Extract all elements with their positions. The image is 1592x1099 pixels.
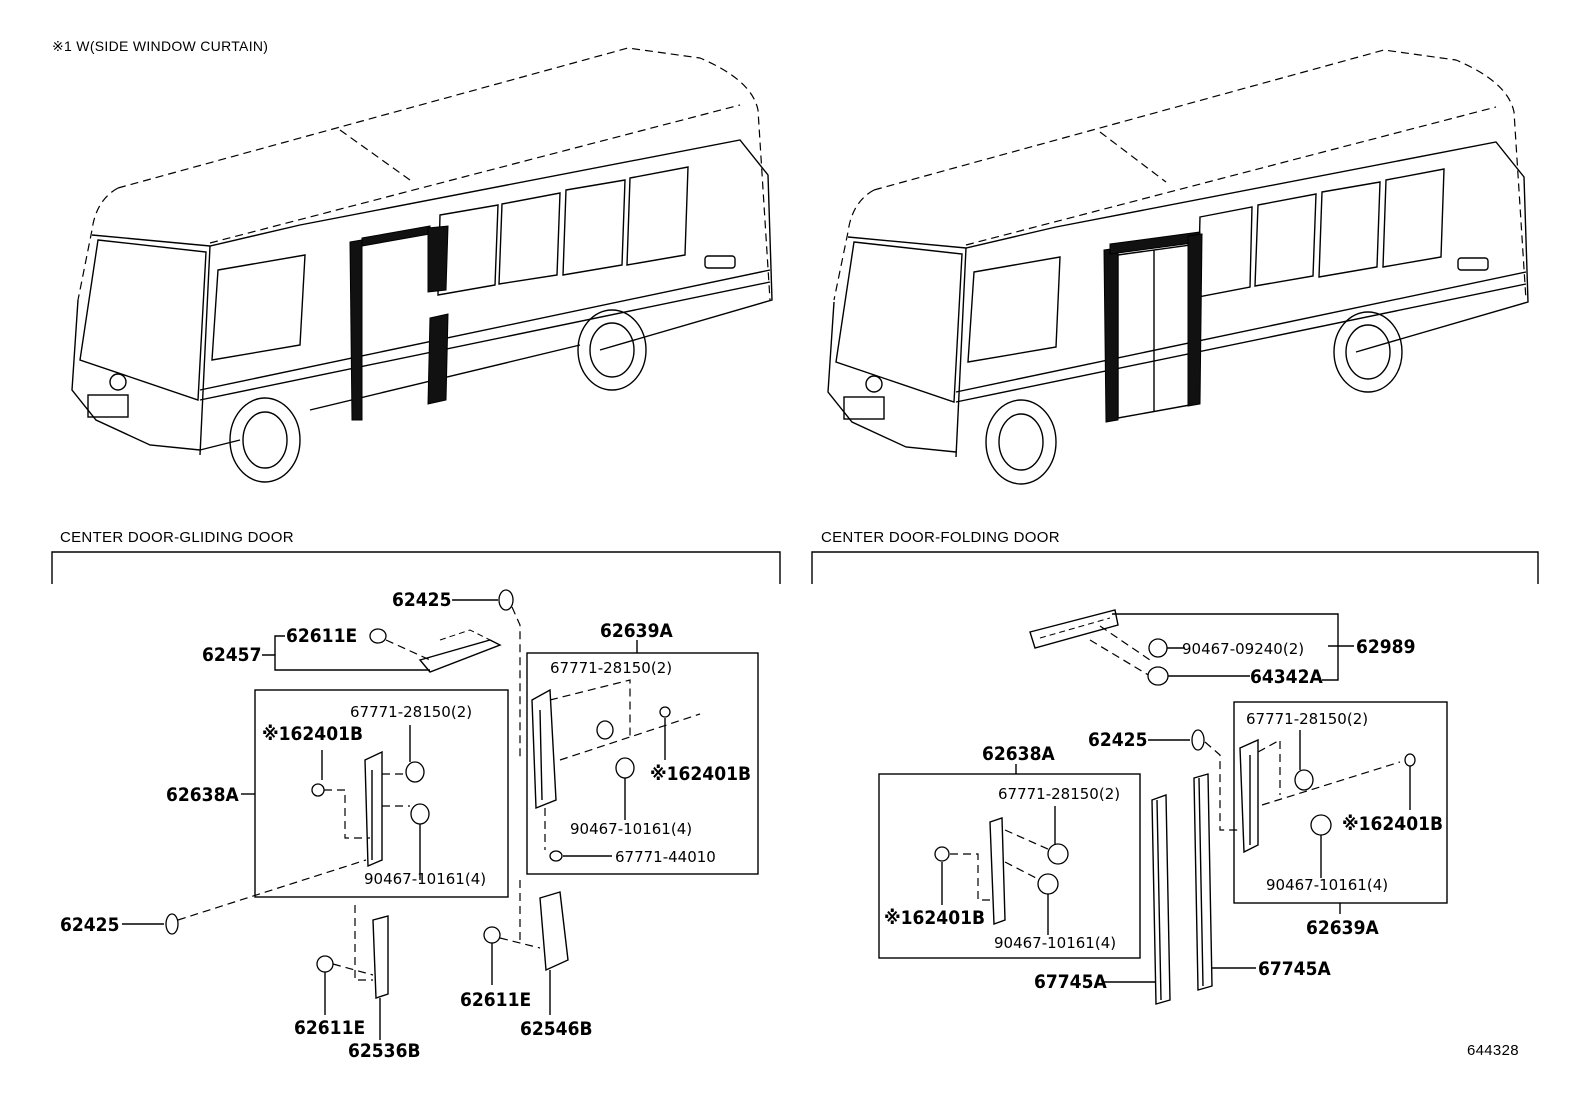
figure-number: 644328	[1467, 1042, 1519, 1059]
label-90467-10161-left: 90467-10161(4)	[364, 870, 486, 888]
clip-67771-44010	[549, 850, 563, 862]
clip-90467-10161-rl	[1037, 873, 1059, 895]
clip-67771-28150-left	[405, 761, 425, 783]
label-62546B: 62546B	[520, 1018, 593, 1040]
bus-illustration-right	[827, 49, 1529, 485]
strip-67745A-left	[1151, 794, 1171, 1005]
clip-90467-10161-left	[410, 803, 430, 825]
bus-illustration-left	[71, 47, 773, 483]
clip-64342A	[1147, 666, 1169, 686]
label-62425-right: 62425	[1088, 729, 1147, 751]
label-62611E-bl: 62611E	[294, 1017, 365, 1039]
box-62639A-left	[526, 652, 759, 875]
box-62638A-right	[878, 773, 1141, 959]
label-67771-28150-left: 67771-28150(2)	[350, 703, 472, 721]
label-90467-09240: 90467-09240(2)	[1182, 640, 1304, 658]
labels-left: 62425 62457 62611E 62639A 67771-28150(2)…	[60, 589, 751, 1062]
label-62611E-top: 62611E	[286, 625, 357, 647]
label-62639A-right: 62639A	[1306, 917, 1379, 939]
bracket-62638A-left	[364, 750, 383, 868]
label-62457: 62457	[202, 644, 261, 666]
strip-67745A-right	[1193, 773, 1213, 991]
clip-67771-28150-rl	[1047, 843, 1069, 865]
note-side-window-curtain: ※1 W(SIDE WINDOW CURTAIN)	[52, 38, 269, 54]
label-90467-10161-right: 90467-10161(4)	[570, 820, 692, 838]
clip-67771-28150-rr	[1294, 769, 1314, 791]
clip-90467-10161-rr	[1310, 814, 1332, 836]
section-bracket-left	[51, 551, 781, 584]
part-62546B	[539, 891, 569, 972]
label-62989: 62989	[1356, 636, 1415, 658]
label-62401B-rl: ※162401B	[884, 907, 985, 929]
label-67771-44010: 67771-44010	[615, 848, 716, 866]
label-67745A-right: 67745A	[1258, 958, 1331, 980]
screw-62611E-br	[483, 926, 501, 944]
label-62401B-rr: ※162401B	[1342, 813, 1443, 835]
bracket-62638A-right	[989, 817, 1006, 925]
detail-gliding-door	[122, 589, 759, 1040]
label-62536B: 62536B	[348, 1040, 421, 1062]
label-62611E-br: 62611E	[460, 989, 531, 1011]
label-67771-28150-rl: 67771-28150(2)	[998, 785, 1120, 803]
box-62639A-right	[1233, 701, 1448, 904]
screw-62401B-right-r	[1404, 753, 1416, 767]
part-62536B	[372, 915, 389, 999]
screw-62611E-bl	[316, 955, 334, 973]
label-62425-top: 62425	[392, 589, 451, 611]
clip-90467-09240	[1148, 638, 1168, 658]
part-62457	[418, 639, 502, 673]
screw-62611E-top	[369, 628, 387, 644]
part-62989	[1029, 609, 1119, 649]
detail-folding-door	[878, 609, 1448, 1005]
label-62638A-right: 62638A	[982, 743, 1055, 765]
label-90467-10161-rl: 90467-10161(4)	[994, 934, 1116, 952]
screw-62401B-right	[659, 706, 671, 718]
section-title-folding-door: CENTER DOOR-FOLDING DOOR	[821, 529, 1060, 546]
label-62638A-left: 62638A	[166, 784, 239, 806]
labels-right: 90467-09240(2) 62989 64342A 62638A 62425…	[884, 636, 1443, 993]
screw-62401B-right-l	[934, 846, 950, 862]
label-90467-10161-rr: 90467-10161(4)	[1266, 876, 1388, 894]
bracket-62639A-right	[1239, 738, 1259, 854]
label-64342A: 64342A	[1250, 666, 1323, 688]
label-67771-28150-rr: 67771-28150(2)	[1246, 710, 1368, 728]
section-bracket-right	[811, 551, 1539, 584]
screw-62401B-left	[311, 783, 325, 797]
label-62401B-left: ※162401B	[262, 723, 363, 745]
clip-90467-10161-right	[615, 757, 635, 779]
label-67745A-left: 67745A	[1034, 971, 1107, 993]
label-62425-bottom: 62425	[60, 914, 119, 936]
clip-62425-bottom	[165, 913, 179, 935]
label-67771-28150-right: 67771-28150(2)	[550, 659, 672, 677]
clip-62425-right	[1191, 729, 1205, 751]
section-title-gliding-door: CENTER DOOR-GLIDING DOOR	[60, 529, 294, 546]
clip-67771-28150-right	[596, 720, 614, 740]
label-62639A-left: 62639A	[600, 620, 673, 642]
clip-62425-top	[498, 589, 514, 611]
label-62401B-right: ※162401B	[650, 763, 751, 785]
bracket-62639A-left	[531, 688, 557, 810]
